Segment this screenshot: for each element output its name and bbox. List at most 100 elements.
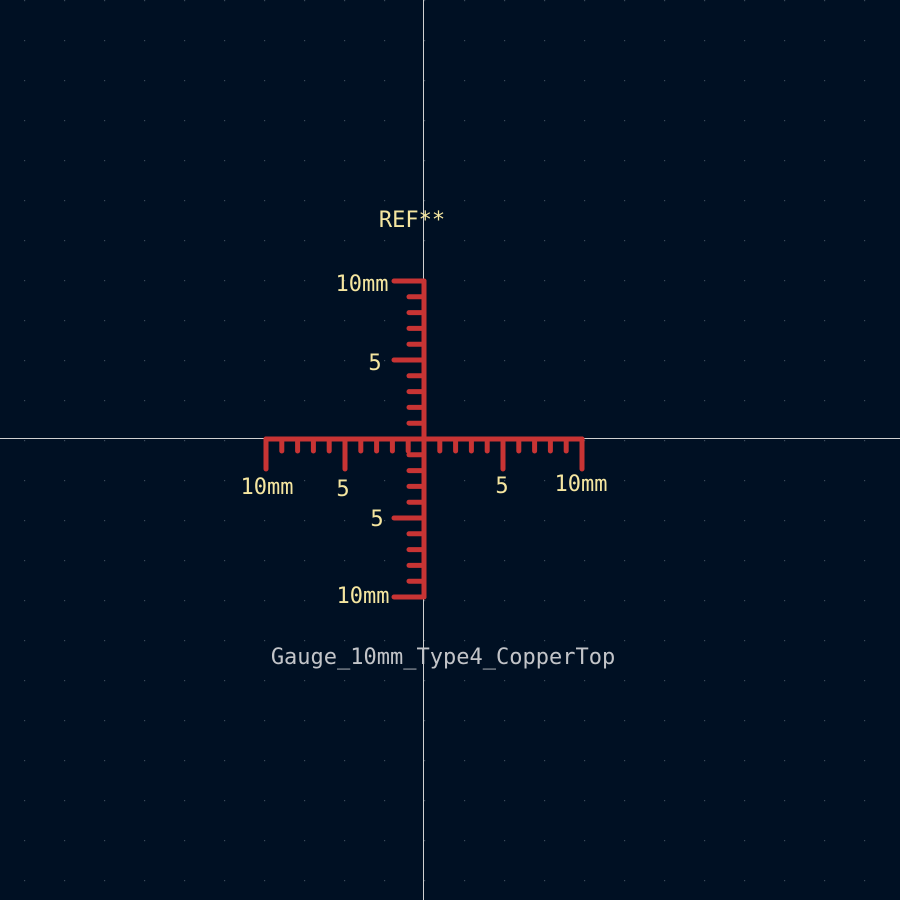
grid-dot	[64, 0, 66, 2]
grid-dot	[704, 560, 706, 562]
grid-dot	[104, 400, 106, 402]
grid-dot	[624, 720, 626, 722]
grid-dot	[344, 240, 346, 242]
grid-dot	[144, 40, 146, 42]
grid-dot	[344, 840, 346, 842]
grid-dot	[824, 560, 826, 562]
grid-dot	[624, 40, 626, 42]
grid-dot	[384, 160, 386, 162]
grid-dot	[24, 240, 26, 242]
grid-dot	[384, 880, 386, 882]
grid-dot	[104, 520, 106, 522]
grid-dot	[504, 640, 506, 642]
grid-dot	[224, 840, 226, 842]
grid-dot	[384, 40, 386, 42]
grid-dot	[744, 80, 746, 82]
grid-dot	[664, 120, 666, 122]
grid-dot	[184, 0, 186, 2]
grid-dot	[544, 40, 546, 42]
grid-dot	[624, 280, 626, 282]
grid-dot	[384, 600, 386, 602]
grid-dot	[64, 360, 66, 362]
reference-designator[interactable]: REF**	[379, 208, 445, 233]
grid-dot	[424, 160, 426, 162]
grid-dot	[264, 520, 266, 522]
grid-dot	[544, 360, 546, 362]
grid-dot	[424, 120, 426, 122]
grid-dot	[664, 760, 666, 762]
grid-dot	[264, 840, 266, 842]
grid-dot	[64, 280, 66, 282]
grid-dot	[424, 600, 426, 602]
grid-dot	[784, 720, 786, 722]
grid-dot	[784, 440, 786, 442]
grid-dot	[864, 560, 866, 562]
grid-dot	[384, 80, 386, 82]
grid-dot	[664, 680, 666, 682]
grid-dot	[784, 400, 786, 402]
grid-dot	[184, 280, 186, 282]
grid-dot	[184, 560, 186, 562]
grid-dot	[864, 760, 866, 762]
grid-dot	[704, 680, 706, 682]
grid-dot	[664, 440, 666, 442]
grid-dot	[144, 440, 146, 442]
grid-dot	[824, 840, 826, 842]
grid-dot	[584, 560, 586, 562]
label-left-10mm: 10mm	[241, 475, 294, 500]
grid-dot	[504, 80, 506, 82]
grid-dot	[744, 680, 746, 682]
grid-dot	[24, 0, 26, 2]
grid-dot	[24, 560, 26, 562]
grid-dot	[144, 600, 146, 602]
grid-dot	[224, 160, 226, 162]
grid-dot	[544, 200, 546, 202]
grid-dot	[824, 160, 826, 162]
grid-dot	[864, 520, 866, 522]
grid-dot	[664, 160, 666, 162]
grid-dot	[304, 0, 306, 2]
grid-dot	[264, 200, 266, 202]
grid-dot	[784, 200, 786, 202]
grid-dot	[584, 0, 586, 2]
grid-dot	[824, 0, 826, 2]
grid-dot	[704, 760, 706, 762]
grid-dot	[784, 600, 786, 602]
grid-dot	[384, 200, 386, 202]
grid-dot	[144, 240, 146, 242]
grid-dot	[344, 560, 346, 562]
grid-dot	[224, 520, 226, 522]
grid-dot	[104, 360, 106, 362]
grid-dot	[184, 320, 186, 322]
grid-dot	[544, 160, 546, 162]
grid-dot	[704, 440, 706, 442]
grid-dot	[344, 80, 346, 82]
grid-dot	[344, 720, 346, 722]
grid-dot	[464, 120, 466, 122]
grid-dot	[624, 400, 626, 402]
grid-dot	[864, 40, 866, 42]
grid-dot	[64, 400, 66, 402]
grid-dot	[224, 440, 226, 442]
grid-dot	[24, 640, 26, 642]
grid-dot	[624, 160, 626, 162]
gauge-copper[interactable]	[263, 278, 585, 600]
grid-dot	[784, 880, 786, 882]
grid-dot	[624, 320, 626, 322]
footprint-value[interactable]: Gauge_10mm_Type4_CopperTop	[271, 645, 615, 670]
grid-dot	[864, 280, 866, 282]
grid-dot	[184, 160, 186, 162]
grid-dot	[224, 720, 226, 722]
grid-dot	[424, 0, 426, 2]
grid-dot	[64, 880, 66, 882]
grid-dot	[584, 720, 586, 722]
grid-dot	[584, 680, 586, 682]
grid-dot	[784, 280, 786, 282]
grid-dot	[544, 400, 546, 402]
grid-dot	[544, 880, 546, 882]
grid-dot	[264, 600, 266, 602]
grid-dot	[744, 240, 746, 242]
grid-dot	[104, 760, 106, 762]
grid-dot	[744, 520, 746, 522]
